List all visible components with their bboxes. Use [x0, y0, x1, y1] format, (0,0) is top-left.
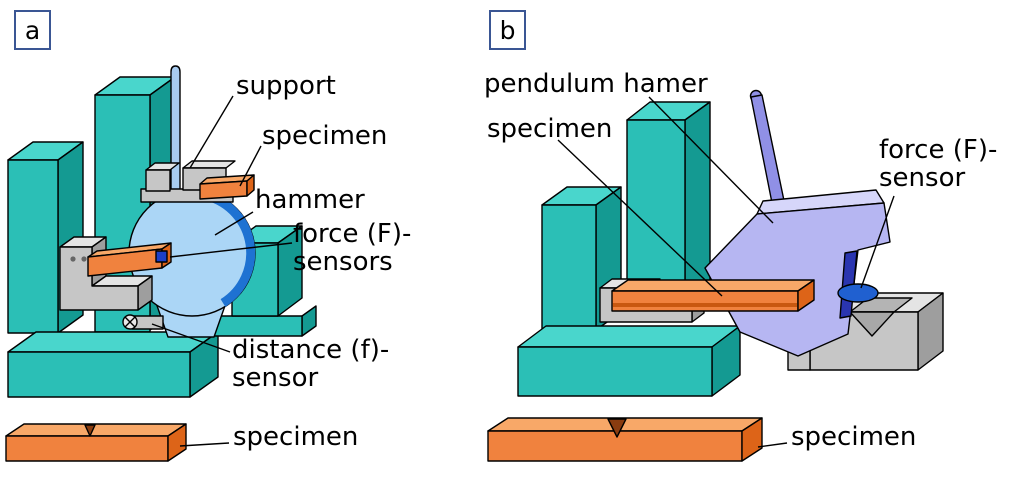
pendulum-rod-a	[170, 65, 181, 195]
notch	[84, 424, 96, 437]
leader-lines-b	[557, 96, 895, 448]
specimen-bar-bottom-b	[487, 417, 763, 462]
bolt-hole	[81, 256, 87, 262]
machine-frame-a	[7, 76, 317, 398]
label-distance-sensor-a: distance (f)- sensor	[232, 335, 390, 393]
label-pendulum-hammer-b: pendulum hamer	[484, 69, 708, 99]
label-specimen-bottom-b: specimen	[791, 422, 917, 452]
panel-a-tag-letter: a	[24, 15, 41, 45]
anvil-vee-groove	[849, 311, 895, 337]
label-specimen-top-a: specimen	[262, 121, 388, 151]
label-force-sensors-a: force (F)- sensors	[293, 219, 412, 277]
hammer-rim	[205, 191, 256, 307]
machine-frame-b	[517, 101, 741, 397]
label-force-sensor-b: force (F)- sensor	[879, 135, 998, 193]
panel-b-tag: b	[489, 10, 526, 50]
bracket-a	[59, 236, 153, 311]
label-support-a: support	[236, 71, 336, 101]
bolt-hole	[70, 256, 76, 262]
label-specimen-bottom-a: specimen	[233, 422, 359, 452]
label-hammer-a: hammer	[255, 185, 365, 215]
panel-a-diagram	[5, 65, 317, 462]
bar-shading	[613, 303, 797, 307]
panel-a-tag: a	[14, 10, 51, 50]
specimen-bar-b	[611, 279, 815, 312]
force-sensor-disc	[837, 283, 879, 303]
leader-lines-a	[151, 95, 293, 447]
panel-b-tag-letter: b	[499, 15, 516, 45]
specimen-bar-bottom-a	[5, 423, 187, 462]
notch	[607, 418, 627, 438]
hammer-disc	[128, 189, 256, 317]
specimen-top-a	[199, 174, 255, 200]
panel-b-diagram	[487, 89, 944, 462]
label-specimen-b: specimen	[487, 114, 613, 144]
distance-sensor	[122, 314, 164, 330]
force-sensor-square	[155, 250, 168, 263]
